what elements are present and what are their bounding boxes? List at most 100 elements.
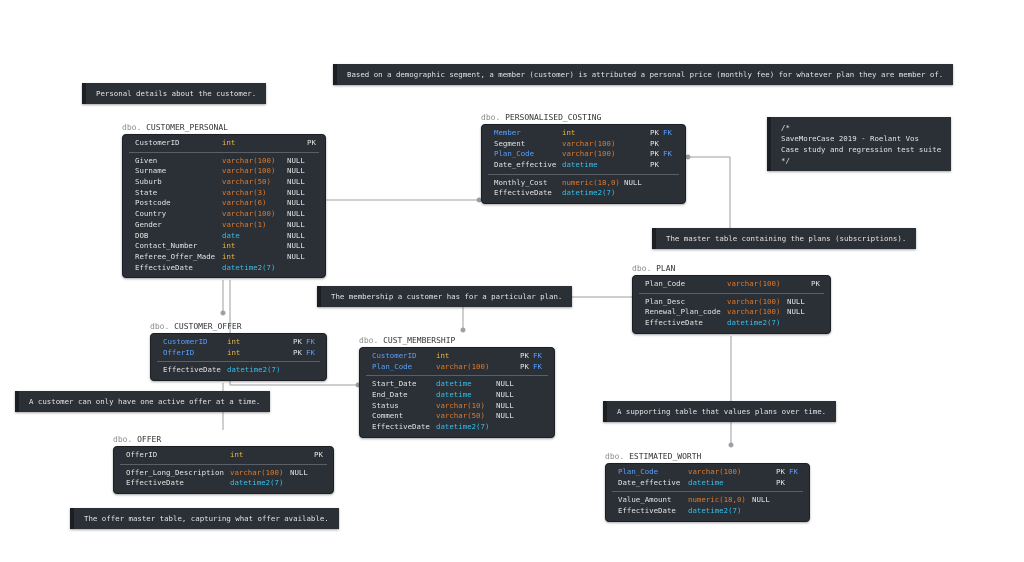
column-name: Plan_Code <box>372 361 413 371</box>
column-type: varchar(100) <box>562 138 616 148</box>
primary-key-marker: PK <box>650 149 659 159</box>
note-membership[interactable]: The membership a customer has for a part… <box>317 286 573 307</box>
column-name: Plan_Code <box>494 149 535 159</box>
note-one-offer[interactable]: A customer can only have one active offe… <box>15 391 271 412</box>
column-type: varchar(10) <box>436 400 485 410</box>
note-supporting[interactable]: A supporting table that values plans ove… <box>603 401 837 422</box>
table-name: OFFER <box>137 435 162 444</box>
note-offer-master[interactable]: The offer master table, capturing what o… <box>70 508 339 529</box>
column-name: Renewal_Plan_code <box>645 307 721 317</box>
table-name: CUST_MEMBERSHIP <box>383 336 456 345</box>
column-name: EffectiveDate <box>618 506 676 516</box>
column-type: datetime2(7) <box>562 188 616 198</box>
column-type: datetime2(7) <box>222 262 276 272</box>
column-row[interactable]: EffectiveDate datetime2(7) <box>612 506 803 517</box>
column-name: Referee_Offer_Made <box>135 251 216 261</box>
column-type: varchar(100) <box>562 149 616 159</box>
column-nullability: NULL <box>496 390 514 400</box>
column-name: CustomerID <box>372 351 417 360</box>
column-type: datetime <box>436 379 472 389</box>
table-schema: dbo. <box>359 336 379 345</box>
table-name: CUSTOMER_OFFER <box>174 322 242 331</box>
column-nullability: NULL <box>287 177 305 187</box>
column-type: int <box>227 337 241 346</box>
note-plan-master[interactable]: The master table containing the plans (s… <box>652 228 917 249</box>
column-type: varchar(100) <box>727 279 781 288</box>
column-name: Monthly_Cost <box>494 177 548 187</box>
column-name: EffectiveDate <box>372 422 430 432</box>
table-name: PERSONALISED_COSTING <box>505 113 602 122</box>
primary-key-marker: PK <box>293 337 302 346</box>
note-header-comment[interactable]: /* SaveMoreCase 2019 - Roelant Vos Case … <box>767 117 952 171</box>
column-name: Date_effective <box>618 477 681 487</box>
column-name: Segment <box>494 138 526 148</box>
column-nullability: NULL <box>287 230 305 240</box>
column-type: varchar(100) <box>727 296 781 306</box>
link-end-dot <box>460 327 466 333</box>
note-costing[interactable]: Based on a demographic segment, a member… <box>333 64 954 85</box>
note-personal-details[interactable]: Personal details about the customer. <box>82 83 267 104</box>
column-nullability: NULL <box>787 307 805 317</box>
column-type: datetime <box>562 160 598 170</box>
column-type: int <box>436 351 450 360</box>
column-type: datetime2(7) <box>688 506 742 516</box>
column-type: int <box>562 128 576 137</box>
